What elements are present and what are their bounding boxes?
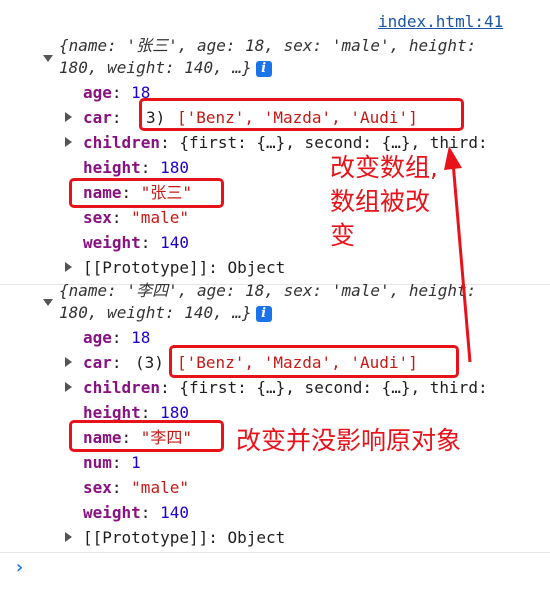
prop-sex: sex: "male" (83, 478, 189, 497)
prototype-row[interactable]: [[Prototype]]: Object (83, 528, 286, 547)
object-summary[interactable]: {name: '张三', age: 18, sex: 'male', heigh… (59, 36, 477, 55)
highlight-box-car-1 (139, 98, 464, 131)
object-summary[interactable]: {name: '李四', age: 18, sex: 'male', heigh… (59, 281, 477, 300)
info-icon[interactable]: i (255, 60, 272, 77)
expand-triangle-icon[interactable] (65, 357, 72, 367)
annotation-array-changed: 改变数组, 数组被改 变 (330, 153, 438, 250)
prop-age: age: 18 (83, 83, 151, 102)
prop-num: num: 1 (83, 453, 141, 472)
expand-triangle-icon[interactable] (65, 382, 72, 392)
highlight-box-name-2 (69, 420, 224, 452)
expand-triangle-icon[interactable] (43, 299, 53, 306)
car-array: ['Benz', 'Mazda', 'Audi'] (177, 353, 418, 372)
log-separator (0, 552, 550, 553)
prop-name: name: "张三" (83, 183, 193, 202)
object-summary-cont: 180, weight: 140, …}i (59, 302, 272, 324)
car-count: 3) (146, 108, 166, 127)
prop-height: height: 180 (83, 158, 189, 177)
prop-car[interactable]: car: (83, 108, 132, 127)
car-array: ['Benz', 'Mazda', 'Audi'] (177, 108, 418, 127)
object-summary-cont: 180, weight: 140, …}i (59, 57, 272, 79)
prop-weight: weight: 140 (83, 233, 189, 252)
console-prompt-icon[interactable]: › (14, 557, 25, 578)
prop-children[interactable]: children: {first: {…}, second: {…}, thir… (83, 378, 488, 397)
highlight-box-car-2 (169, 345, 459, 378)
prop-car[interactable]: car: (83, 353, 132, 372)
prop-age: age: 18 (83, 328, 151, 347)
prop-children[interactable]: children: {first: {…}, second: {…}, thir… (83, 133, 488, 152)
expand-triangle-icon[interactable] (65, 112, 72, 122)
info-icon[interactable]: i (255, 305, 272, 322)
expand-triangle-icon[interactable] (65, 137, 72, 147)
car-count: (3) (135, 353, 164, 372)
highlight-box-name-1 (69, 178, 224, 208)
prop-weight: weight: 140 (83, 503, 189, 522)
expand-triangle-icon[interactable] (65, 532, 72, 542)
prop-sex: sex: "male" (83, 208, 189, 227)
log-separator (0, 284, 550, 285)
prop-height: height: 180 (83, 403, 189, 422)
source-link[interactable]: index.html:41 (378, 12, 504, 31)
expand-triangle-icon[interactable] (43, 55, 53, 62)
expand-triangle-icon[interactable] (65, 262, 72, 272)
prototype-row[interactable]: [[Prototype]]: Object (83, 258, 286, 277)
annotation-no-effect: 改变并没影响原对象 (236, 426, 462, 455)
prop-name: name: "李四" (83, 428, 193, 447)
